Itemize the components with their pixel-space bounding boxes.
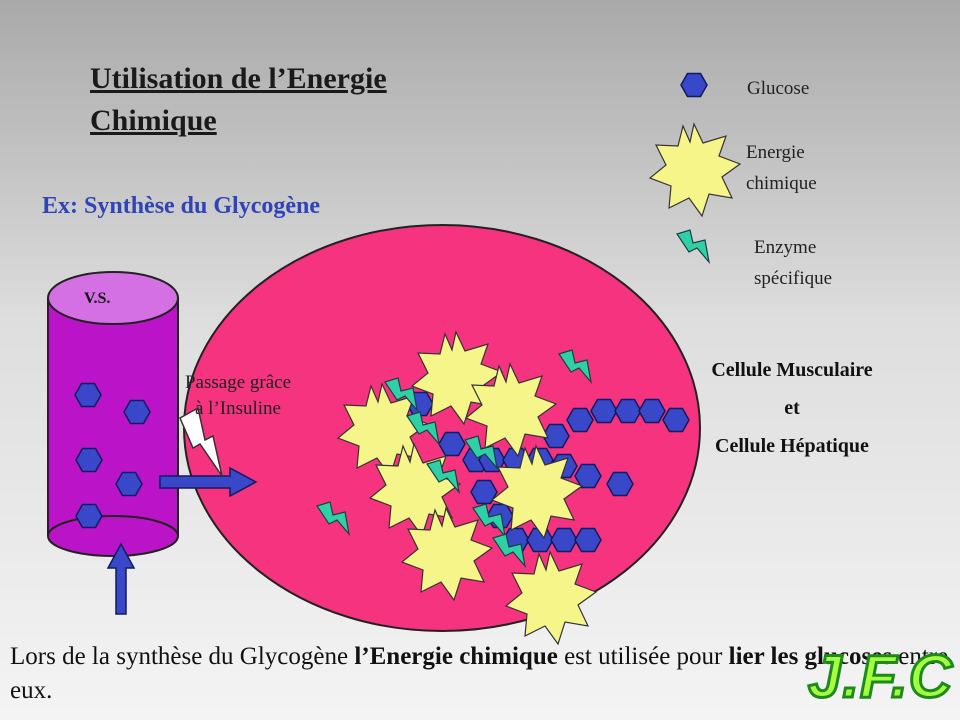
- insulin-passage-label: Passage grâce à l’Insuline: [150, 370, 326, 422]
- title-line-1: Utilisation de l’Energie: [90, 62, 387, 95]
- legend-icons: [649, 72, 741, 263]
- insulin-bolt-icon: [179, 406, 223, 477]
- glucose-icon: [123, 399, 151, 425]
- title-line-2: Chimique: [90, 104, 217, 137]
- cell-label-line-1: Cellule Musculaire: [711, 359, 873, 381]
- caption: Lors de la synthèse du Glycogène l’Energ…: [10, 640, 950, 708]
- watermark-logo: J.F.C: [806, 642, 954, 712]
- caption-bold-1: l’Energie chimique: [354, 643, 558, 670]
- caption-part-1: Lors de la synthèse du Glycogène: [10, 643, 355, 670]
- legend-glucose-label: Glucose: [747, 78, 810, 99]
- glucose-icon: [75, 447, 103, 473]
- glucose-icon: [75, 503, 103, 529]
- glucose-legend-icon: [680, 72, 708, 98]
- legend-enzyme-line-2: spécifique: [754, 268, 833, 289]
- legend-enzyme-line-1: Enzyme: [754, 237, 817, 258]
- glucose-icon: [115, 471, 143, 497]
- page-title: Utilisation de l’Energie Chimique: [90, 58, 387, 142]
- cell-label: Cellule Musculaire et Cellule Hépatique: [672, 358, 912, 458]
- vessel-label: V.S.: [84, 290, 111, 307]
- legend-energy-label: Energie chimique: [746, 137, 876, 199]
- cell-label-line-3: Cellule Hépatique: [715, 435, 869, 457]
- subtitle: Ex: Synthèse du Glycogène: [42, 193, 321, 219]
- caption-part-2: est utilisée pour: [557, 643, 729, 670]
- energy-legend-icon: [649, 123, 741, 217]
- enzyme-legend-icon: [676, 229, 710, 263]
- cell-label-line-2: et: [784, 397, 800, 419]
- transport-arrow: [159, 466, 258, 498]
- legend-energy-line-2: chimique: [746, 173, 817, 194]
- glucose-icon: [74, 382, 102, 408]
- passage-line-2: à l’Insuline: [194, 398, 281, 419]
- blood-flow-arrow: [106, 542, 136, 615]
- caption-part-3: entre eux.: [10, 643, 949, 704]
- legend-energy-line-1: Energie: [746, 142, 805, 163]
- caption-bold-2: lier les glucoses: [728, 643, 893, 670]
- blood-vessel: [47, 271, 179, 557]
- passage-line-1: Passage grâce: [184, 372, 292, 393]
- legend-enzyme-label: Enzyme spécifique: [754, 232, 894, 294]
